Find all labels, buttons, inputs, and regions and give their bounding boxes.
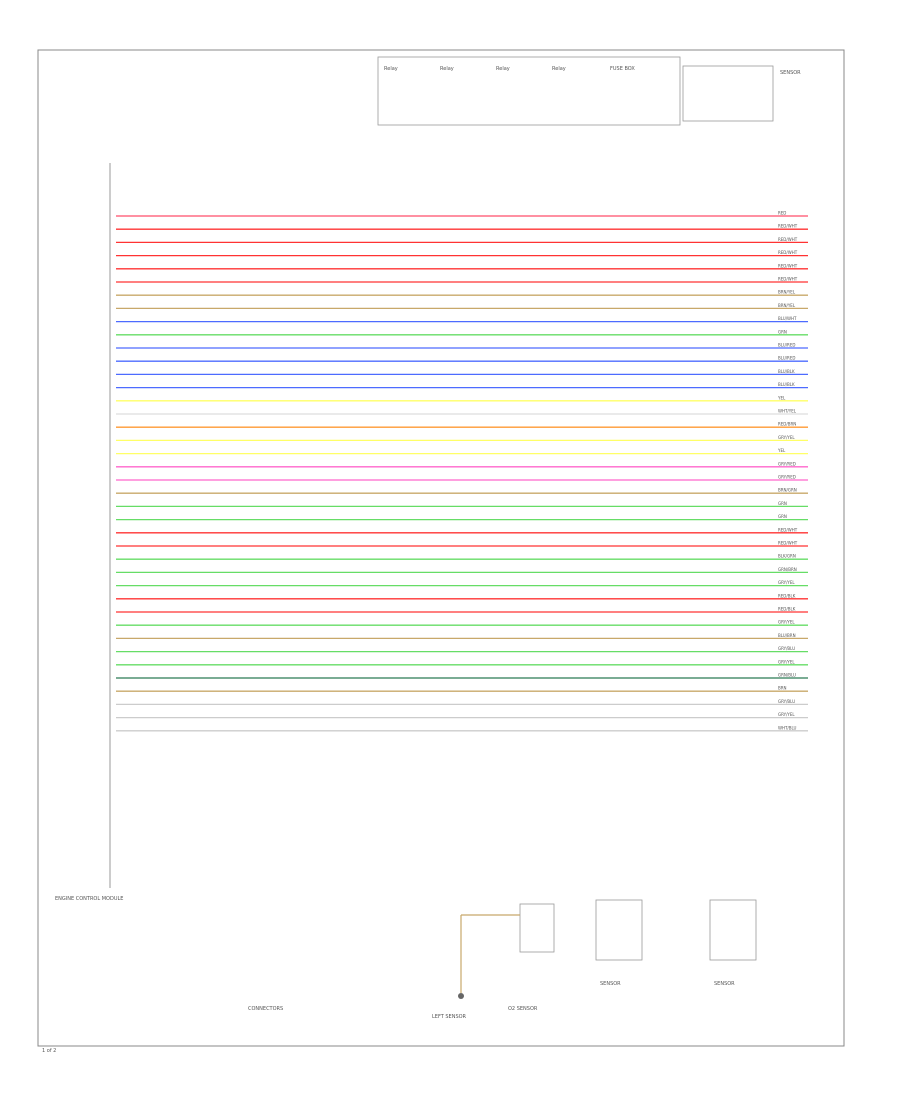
wire-label-14: YEL [777,395,786,400]
engine-control-module: ENGINE CONTROL MODULE [55,163,123,902]
wire-label-15: WHT/YEL [778,409,797,414]
wire-label-19: GRY/RED [778,461,796,466]
wire-label-9: GRN [778,329,787,334]
wire-label-21: BRN/GRN [778,488,797,493]
wire-label-16: RED/BRN [778,422,796,427]
wire-label-0: RED [778,211,786,216]
wire-label-18: YEL [777,448,786,453]
bottom-right2-label: SENSOR [714,981,735,987]
wire-label-11: BLU/RED [778,356,795,361]
wire-label-3: RED/WHT [778,250,798,255]
wire-label-10: BLU/RED [778,343,795,348]
diagram-border [37,49,845,1047]
wire-label-25: RED/WHT [778,541,798,546]
wire-label-38: GRY/YEL [778,712,795,717]
relay-label-1: Relay [384,66,398,72]
wire-label-7: BRN/YEL [778,303,796,308]
wire-label-4: RED/WHT [778,263,798,268]
top-components: Relay Relay Relay Relay FUSE BOX SENSOR [377,56,801,126]
wire-label-24: RED/WHT [778,527,798,532]
relay-label-3: Relay [496,66,510,72]
wire-label-39: WHT/BLU [778,725,797,730]
wire-label-33: GRY/BLU [778,646,795,651]
wire-label-34: GRY/YEL [778,659,795,664]
wires: RED RED/WHT RED/WHT RED/WHT RED/WHT RED/WHT BR… [116,211,808,732]
wire-label-2: RED/WHT [778,237,798,242]
sensor-box-label: SENSOR [780,70,801,76]
wire-label-17: GRY/YEL [778,435,795,440]
bottom-right1-label: SENSOR [600,981,621,987]
wire-label-1: RED/WHT [778,224,798,229]
wire-label-31: GRY/YEL [778,620,795,625]
fuse-box-label: FUSE BOX [610,66,635,72]
wire-label-8: BLU/WHT [778,316,797,321]
wire-label-20: GRY/RED [778,475,796,480]
wire-label-29: RED/BLK [778,593,796,598]
o2-sensor-label: O2 SENSOR [508,1006,538,1012]
wire-label-12: BLU/BLK [778,369,795,374]
wire-label-35: GRN/BLU [778,673,796,678]
relay-label-2: Relay [440,66,454,72]
wire-label-37: GRY/BLU [778,699,795,704]
wire-label-13: BLU/BLK [778,382,795,387]
wire-label-5: RED/WHT [778,277,798,282]
bottom-components: CONNECTORS LEFT SENSOR O2 SENSOR SENSOR … [248,899,757,1020]
relay-label-4: Relay [552,66,566,72]
wire-label-27: GRN/BRN [778,567,797,572]
wire-label-23: GRN [778,514,787,519]
wire-label-6: BRN/YEL [778,290,796,295]
bottom-left-label: CONNECTORS [248,1006,283,1012]
wire-label-28: GRY/YEL [778,580,795,585]
left-sensor-label: LEFT SENSOR [432,1014,467,1020]
wire-label-26: BLK/GRN [778,554,796,559]
page-label: 1 of 2 [42,1048,56,1054]
wire-label-36: BRN [778,686,787,691]
wire-label-32: BLU/BRN [778,633,796,638]
wire-label-30: RED/BLK [778,607,796,612]
ecm-label: ENGINE CONTROL MODULE [55,896,123,902]
wire-label-22: GRN [778,501,787,506]
